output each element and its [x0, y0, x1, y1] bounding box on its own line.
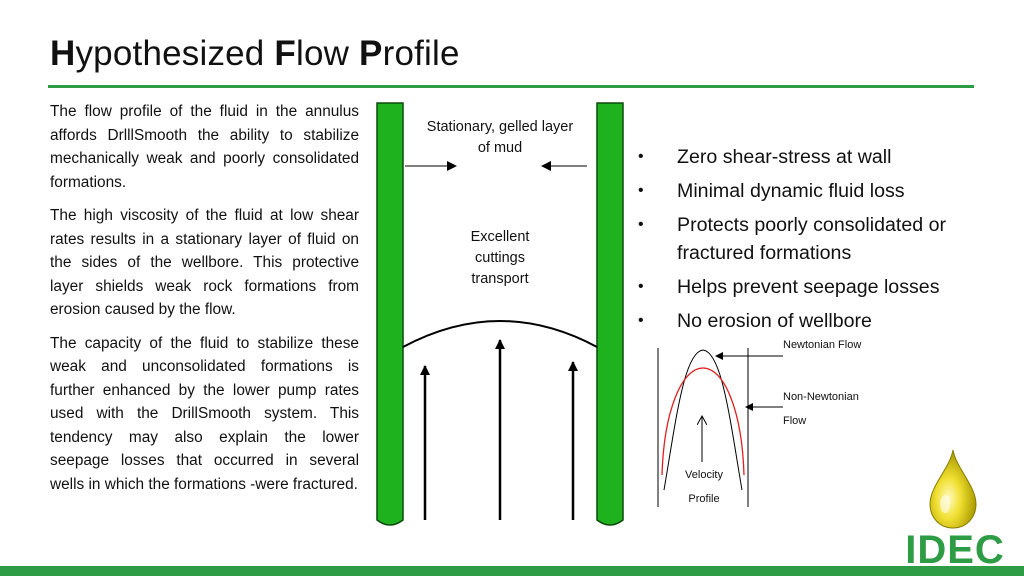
bullet-dot: • [638, 148, 644, 165]
bullet-item: • Zero shear-stress at wall [632, 143, 992, 171]
title-part-2: low [296, 34, 360, 73]
idec-logo-graphic: IDEC [905, 449, 1005, 566]
wellbore-wall-left [376, 102, 404, 526]
velocity-profile-graphic [657, 348, 783, 507]
title-part-1: ypothesized [75, 34, 275, 73]
title-divider [48, 85, 974, 88]
title-letter-f: F [274, 34, 296, 73]
title-letter-h: H [50, 34, 76, 73]
non-newtonian-flow-label: Non-Newtonian Flow [783, 385, 863, 433]
gelled-layer-label: Stationary, gelled layer of mud [400, 117, 600, 159]
gelled-layer-label-line-2: of mud [477, 140, 523, 156]
velocity-label-line-2: Profile [688, 493, 720, 505]
gelled-layer-label-line-1: Stationary, gelled layer [426, 119, 574, 135]
bullet-dot: • [638, 182, 644, 199]
velocity-label-line-1: Velocity [685, 469, 723, 481]
bullet-dot: • [638, 312, 644, 329]
velocity-profile-label: Velocity Profile [674, 463, 734, 511]
bullet-item: • Protects poorly consolidated or fractur… [632, 211, 992, 267]
non-newtonian-curve [661, 367, 745, 476]
cuttings-label-line-1: Excellent [470, 229, 530, 245]
velocity-profile-diagram: Newtonian Flow Non-Newtonian Flow Veloci… [650, 339, 863, 515]
bullet-text: Minimal dynamic fluid loss [677, 180, 905, 202]
bullet-item: • No erosion of wellbore [632, 307, 992, 335]
cuttings-label-line-3: transport [471, 271, 529, 287]
oil-drop-icon [929, 449, 977, 529]
benefits-list: • Zero shear-stress at wall • Minimal dyna… [632, 143, 992, 341]
bullet-item: • Helps prevent seepage losses [632, 273, 992, 301]
bullet-text: Helps prevent seepage losses [677, 276, 940, 298]
non-newtonian-label-line-1: Non-Newtonian [783, 391, 859, 403]
bullet-item: • Minimal dynamic fluid loss [632, 177, 992, 205]
newtonian-flow-label: Newtonian Flow [783, 339, 862, 351]
paragraph-flow-profile: The flow profile of the fluid in the ann… [50, 103, 359, 191]
idec-logo-text: IDEC [905, 528, 1005, 566]
body-text: The flow profile of the fluid in the ann… [50, 100, 359, 506]
cuttings-transport-label: Excellent cuttings transport [440, 227, 560, 290]
flow-profile-front [402, 320, 598, 348]
non-newtonian-label-line-2: Flow [783, 415, 807, 427]
newtonian-curve [663, 349, 743, 491]
page-title: Hypothesized Flow Profile [50, 34, 460, 74]
oil-drop-highlight [940, 495, 950, 513]
bullet-text: Protects poorly consolidated or fracture… [677, 214, 947, 264]
cuttings-label-line-2: cuttings [475, 250, 525, 266]
paragraph-viscosity: The high viscosity of the fluid at low s… [50, 207, 359, 318]
wellbore-diagram: Stationary, gelled layer of mud Excellen… [370, 100, 630, 530]
title-part-3: rofile [382, 34, 460, 73]
wellbore-wall-right [596, 102, 624, 526]
wellbore-graphic [376, 102, 624, 526]
bullet-dot: • [638, 278, 644, 295]
idec-logo: IDEC [893, 448, 1017, 566]
title-letter-p: P [359, 34, 383, 73]
paragraph-capacity: The capacity of the fluid to stabilize t… [50, 334, 359, 493]
bullet-text: No erosion of wellbore [677, 310, 872, 332]
bullet-dot: • [638, 216, 644, 233]
bullet-text: Zero shear-stress at wall [677, 146, 892, 168]
footer-bar [0, 566, 1024, 576]
